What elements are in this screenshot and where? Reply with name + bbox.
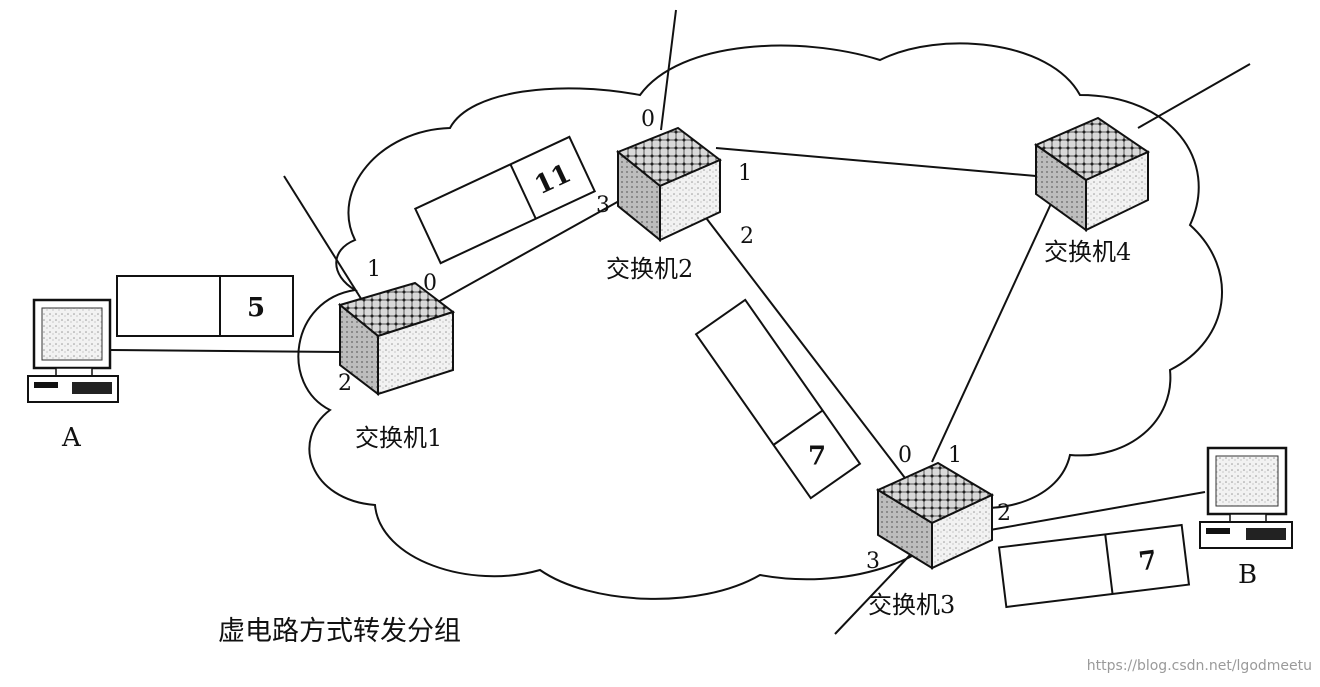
switch-1-label: 交换机1 — [355, 424, 442, 452]
network-cloud — [297, 42, 1223, 600]
link-a-s1 — [109, 349, 343, 353]
link-s3-lower — [834, 554, 911, 635]
link-s4-s3 — [931, 194, 1056, 463]
link-s2-top — [660, 9, 677, 131]
packet-vc-label: 7 — [1137, 545, 1159, 577]
switch-3-label: 交换机3 — [868, 591, 955, 619]
packet-s1-to-s2: 11 — [413, 135, 597, 265]
watermark: https://blog.csdn.net/lgodmeetu — [1087, 658, 1312, 674]
s3-port-1: 1 — [948, 443, 962, 468]
s1-port-2: 2 — [338, 371, 352, 396]
s2-port-1: 1 — [738, 161, 752, 186]
switch-4-label: 交换机4 — [1044, 238, 1131, 266]
switch-1 — [337, 281, 456, 397]
computer-a — [27, 298, 119, 403]
link-s1-upper — [283, 175, 366, 306]
link-s3-b — [989, 491, 1206, 531]
host-b-label: B — [1238, 560, 1257, 590]
switch-3 — [875, 461, 995, 570]
switch-2-label: 交换机2 — [606, 255, 693, 283]
packet-s2-to-s3: 7 — [694, 298, 862, 500]
s3-port-2: 2 — [997, 501, 1011, 526]
packet-vc-label: 5 — [247, 293, 265, 323]
s3-port-3: 3 — [866, 549, 880, 574]
computer-b — [1199, 446, 1293, 549]
link-s2-s3 — [699, 209, 906, 479]
packet-vc-label: 7 — [808, 442, 826, 472]
packet-s3-to-b: 7 — [997, 523, 1191, 609]
s2-port-0: 0 — [641, 107, 655, 132]
host-a-label: A — [61, 423, 82, 453]
s3-port-0: 0 — [898, 443, 912, 468]
s2-port-2: 2 — [740, 224, 754, 249]
s1-port-0: 0 — [423, 271, 437, 296]
packet-a-to-s1: 5 — [116, 275, 294, 337]
s2-port-3: 3 — [596, 193, 610, 218]
link-s1-s2 — [419, 195, 629, 313]
diagram-caption: 虚电路方式转发分组 — [218, 616, 461, 647]
switch-2 — [616, 126, 722, 243]
link-s4-out — [1137, 63, 1251, 129]
s1-port-1: 1 — [367, 257, 381, 282]
switch-4 — [1033, 116, 1151, 232]
link-s2-s4 — [715, 147, 1037, 177]
